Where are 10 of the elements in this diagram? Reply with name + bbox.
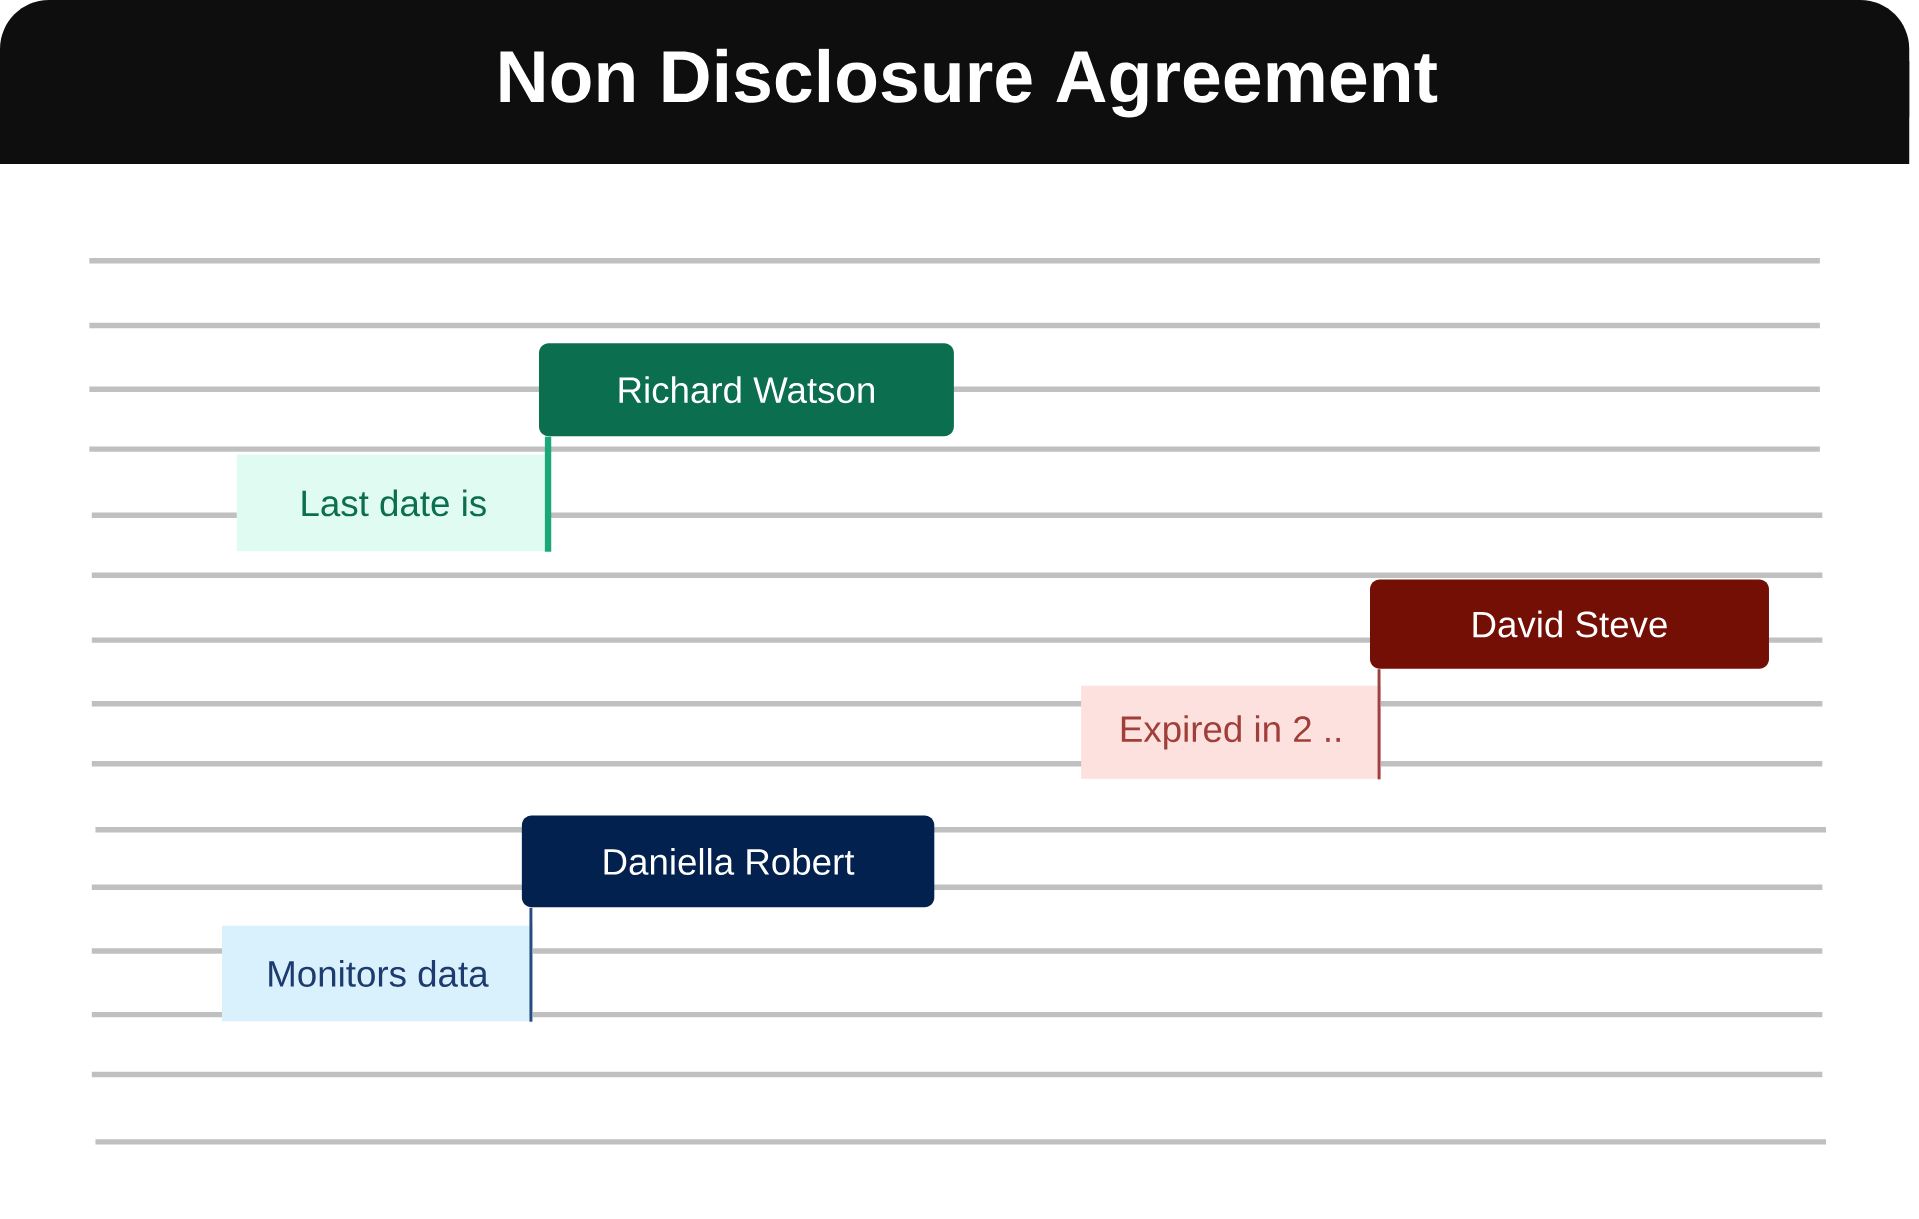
name-tag: David Steve bbox=[1370, 579, 1769, 669]
title-bar: Non Disclosure Agreement bbox=[0, 0, 1910, 164]
comment-box: Expired in 2 .. bbox=[1081, 685, 1381, 779]
name-tag: Richard Watson bbox=[539, 343, 954, 437]
comment-box: Last date is bbox=[236, 454, 550, 552]
name-tag: Daniella Robert bbox=[521, 815, 935, 908]
marker-line bbox=[544, 436, 552, 552]
marker-line bbox=[529, 907, 533, 1022]
comment-box: Monitors data bbox=[222, 925, 533, 1022]
marker-line bbox=[1377, 669, 1381, 780]
